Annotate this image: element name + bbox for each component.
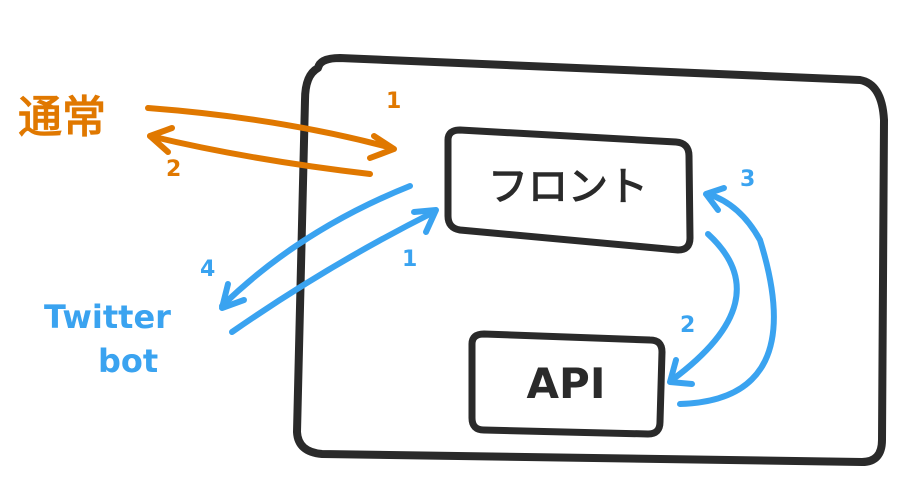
blue-arrow-reply xyxy=(219,183,413,309)
blue-arrowhead-to-api xyxy=(667,357,695,387)
blue-arrowhead-request xyxy=(411,207,439,235)
orange-arrowhead-response xyxy=(147,125,175,155)
api-label: API xyxy=(527,359,606,408)
blue-step-4: 4 xyxy=(200,257,215,282)
api-box xyxy=(468,330,666,438)
orange-step-2: 2 xyxy=(166,157,181,182)
orange-arrowhead-request xyxy=(367,133,397,161)
orange-step-1: 1 xyxy=(386,89,401,114)
orange-arrow-response xyxy=(147,133,373,177)
blue-arrowhead-reply xyxy=(219,281,247,311)
twitter-label-line2: bot xyxy=(98,342,158,380)
blue-arrowhead-to-front xyxy=(703,185,727,213)
blue-arrow-request xyxy=(229,209,437,335)
front-box xyxy=(444,126,694,254)
front-label: フロント xyxy=(488,164,648,210)
blue-step-1: 1 xyxy=(402,247,417,272)
blue-step-2: 2 xyxy=(680,313,695,338)
twitter-label-line1: Twitter xyxy=(44,298,171,336)
normal-label: 通常 xyxy=(18,92,106,143)
blue-arrow-to-front xyxy=(677,191,777,407)
blue-arrow-to-api xyxy=(669,231,740,383)
orange-arrow-request xyxy=(145,105,395,151)
blue-step-3: 3 xyxy=(740,167,755,192)
server-boundary xyxy=(293,54,888,466)
